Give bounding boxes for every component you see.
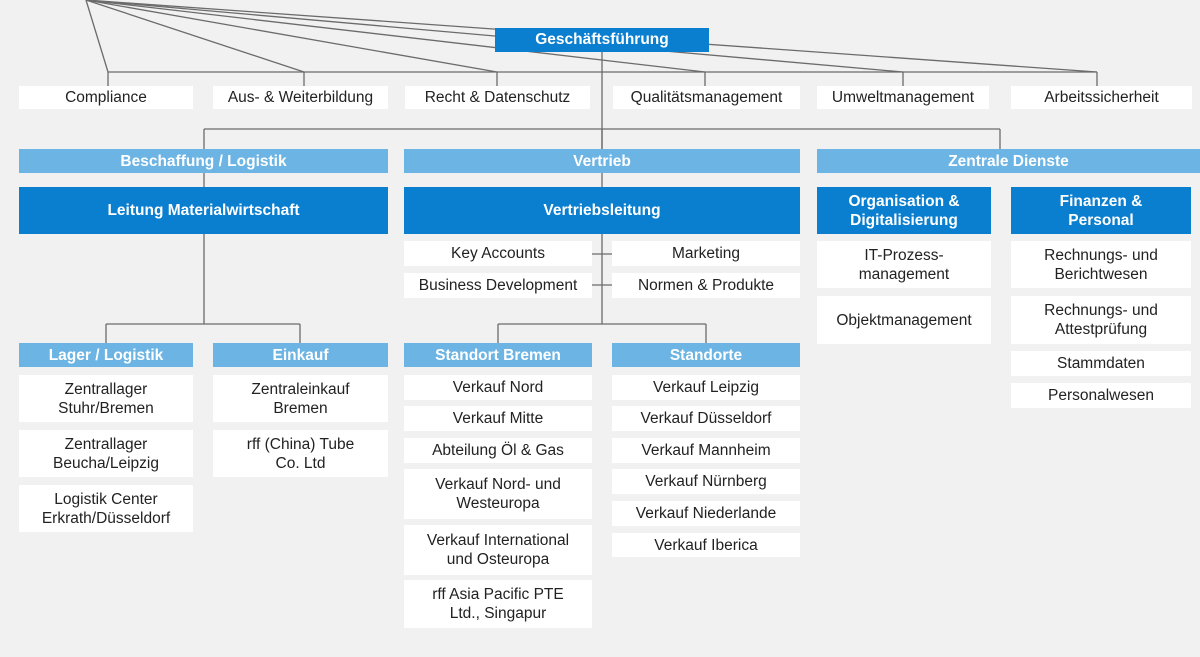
staff-function-box: Umweltmanagement [817,86,989,109]
staff-function-box: Compliance [19,86,193,109]
unit-item: Zentrallager Beucha/Leipzig [19,430,193,477]
connector-line [85,0,904,73]
unit-header: Einkauf [213,343,388,367]
staff-unit-box: Key Accounts [404,241,592,266]
unit-header: Standorte [612,343,800,367]
unit-header: Standort Bremen [404,343,592,367]
unit-item: Verkauf Leipzig [612,375,800,400]
unit-item: Verkauf Nürnberg [612,469,800,494]
unit-item: Zentrallager Stuhr/Bremen [19,375,193,422]
department-lead-box: Vertriebsleitung [404,187,800,234]
unit-item: rff Asia Pacific PTE Ltd., Singapur [404,580,592,628]
unit-item: Verkauf International und Osteuropa [404,525,592,575]
connector-line [85,0,706,73]
unit-item: Verkauf Nord [404,375,592,400]
staff-function-box: Qualitätsmanagement [613,86,800,109]
unit-item: Verkauf Nord- und Westeuropa [404,469,592,519]
connector-line [85,0,498,73]
department-lead-box: Finanzen & Personal [1011,187,1191,234]
unit-item: Verkauf Iberica [612,533,800,557]
unit-header: Lager / Logistik [19,343,193,367]
unit-item: Objektmanagement [817,296,991,344]
staff-function-box: Aus- & Weiterbildung [213,86,388,109]
unit-item: Personalwesen [1011,383,1191,408]
staff-function-box: Recht & Datenschutz [405,86,590,109]
unit-item: Rechnungs- und Berichtwesen [1011,241,1191,288]
unit-item: rff (China) Tube Co. Ltd [213,430,388,477]
unit-item: Stammdaten [1011,351,1191,376]
unit-item: Verkauf Mannheim [612,438,800,463]
unit-item: Logistik Center Erkrath/Düsseldorf [19,485,193,532]
unit-item: Verkauf Niederlande [612,501,800,526]
division-header: Zentrale Dienste [817,149,1200,173]
unit-item: IT-Prozess- management [817,241,991,288]
staff-unit-box: Normen & Produkte [612,273,800,298]
division-header: Vertrieb [404,149,800,173]
department-lead-box: Organisation & Digitalisierung [817,187,991,234]
unit-item: Rechnungs- und Attestprüfung [1011,296,1191,344]
unit-item: Verkauf Mitte [404,406,592,431]
staff-function-box: Arbeitssicherheit [1011,86,1192,109]
connector-line [85,0,109,73]
unit-item: Verkauf Düsseldorf [612,406,800,431]
department-lead-box: Leitung Materialwirtschaft [19,187,388,234]
connector-line [85,0,305,73]
unit-item: Abteilung Öl & Gas [404,438,592,463]
division-header: Beschaffung / Logistik [19,149,388,173]
top-management-box: Geschäftsführung [495,28,709,52]
unit-item: Zentraleinkauf Bremen [213,375,388,422]
staff-unit-box: Marketing [612,241,800,266]
staff-unit-box: Business Development [404,273,592,298]
